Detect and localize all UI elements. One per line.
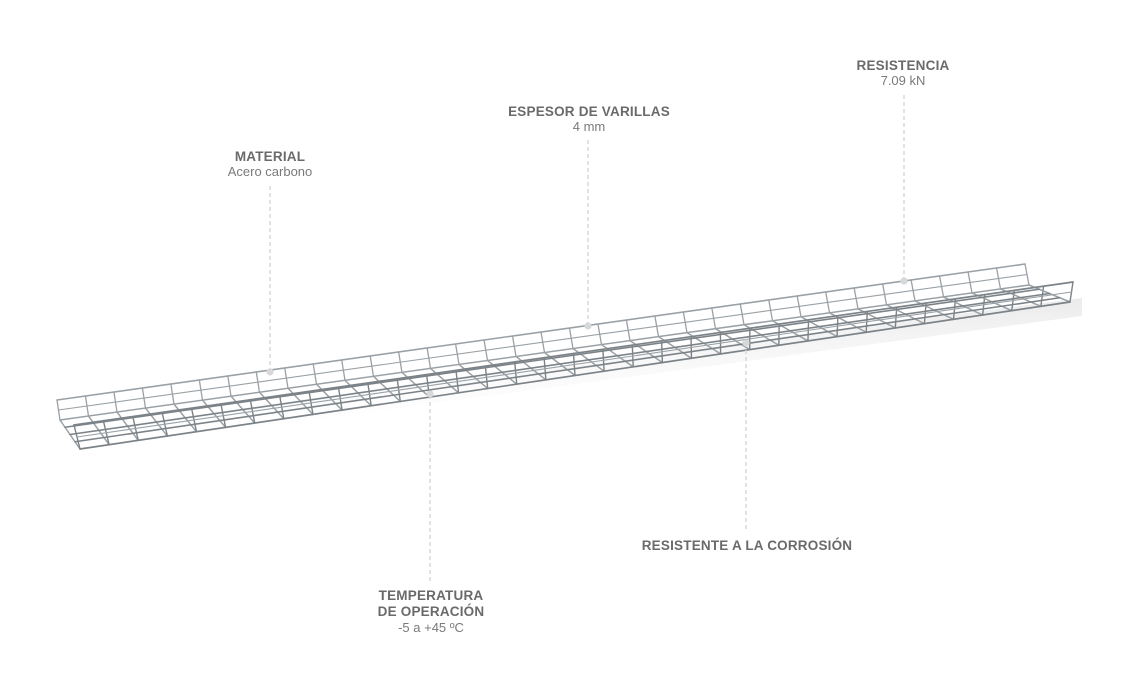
leader-dot-resistencia — [900, 277, 908, 285]
leader-dots — [266, 277, 908, 398]
callout-espesor-value: 4 mm — [572, 119, 606, 134]
leader-lines — [269, 95, 905, 583]
tray-floor-longitudinal-wire — [74, 296, 1061, 443]
tray-back-mid-wire — [57, 273, 1028, 411]
leader-dot-corrosion — [742, 339, 750, 347]
leader-dot-temperatura — [426, 390, 434, 398]
callout-material: MATERIAL Acero carbono — [170, 149, 370, 179]
tray-back-top-wire — [56, 263, 1026, 401]
tray-floor-longitudinal-wire — [64, 288, 1041, 429]
wire-mesh-cable-tray — [56, 263, 1074, 450]
callout-espesor: ESPESOR DE VARILLAS 4 mm — [469, 104, 709, 134]
callout-temperatura-title-line2: DE OPERACIÓN — [377, 604, 485, 619]
tray-front-bottom-wire — [79, 301, 1071, 450]
leader-dot-espesor — [584, 322, 592, 330]
tray-floor-longitudinal-wire — [69, 292, 1051, 436]
callout-resistencia-title: RESISTENCIA — [856, 58, 950, 73]
callout-corrosion-title: RESISTENTE A LA CORROSIÓN — [641, 538, 853, 553]
callout-temperatura: TEMPERATURA DE OPERACIÓN -5 a +45 ºC — [331, 588, 531, 636]
callout-material-value: Acero carbono — [227, 164, 313, 179]
callout-corrosion: RESISTENTE A LA CORROSIÓN — [617, 538, 877, 553]
callout-espesor-title: ESPESOR DE VARILLAS — [508, 104, 670, 119]
callout-resistencia-value: 7.09 kN — [880, 73, 926, 88]
callout-material-title: MATERIAL — [234, 149, 306, 164]
tray-front-top-wire — [73, 281, 1074, 426]
callout-temperatura-value: -5 a +45 ºC — [398, 620, 464, 635]
tray-back-bottom-wire — [59, 284, 1030, 421]
callout-temperatura-title-line1: TEMPERATURA — [378, 588, 484, 603]
tray-front-mid-wire — [76, 291, 1073, 438]
callout-resistencia: RESISTENCIA 7.09 kN — [803, 58, 1003, 88]
leader-dot-material — [266, 368, 274, 376]
